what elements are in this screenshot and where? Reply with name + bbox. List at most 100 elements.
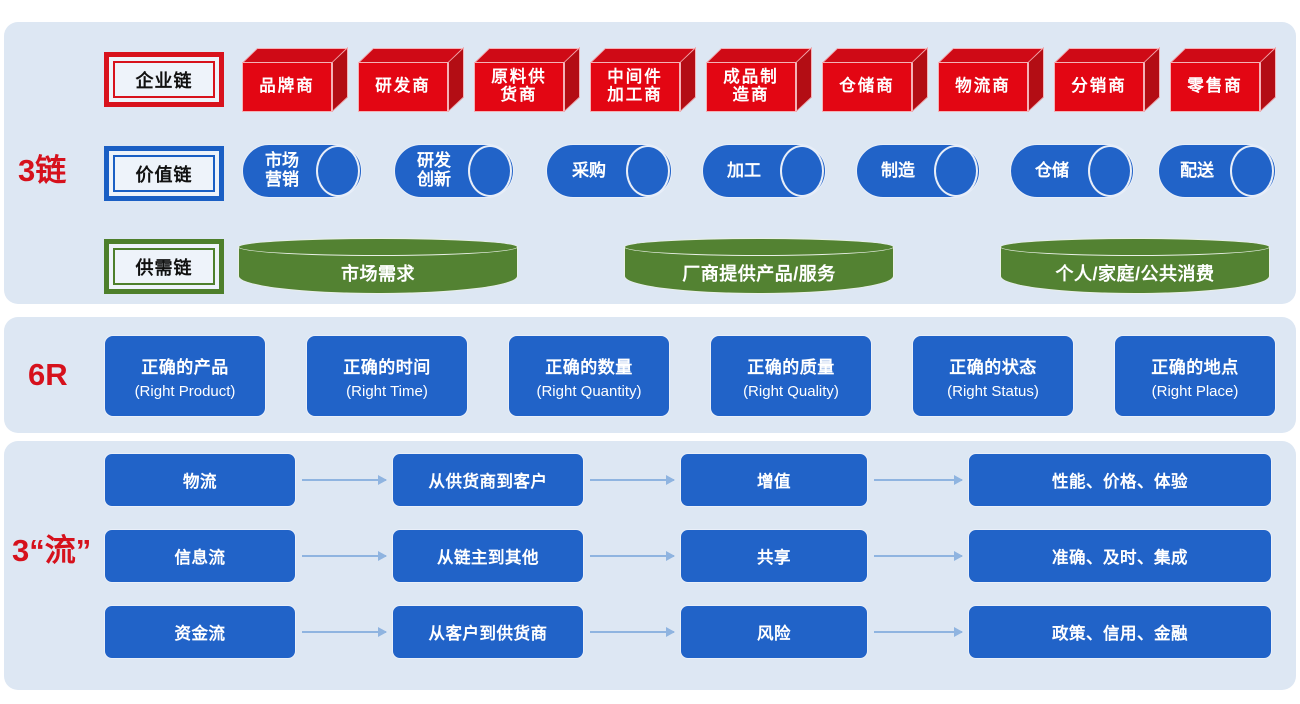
sixr-card[interactable]: 正确的状态 (Right Status) [912, 335, 1074, 417]
chip-value-chain[interactable]: 价值链 [104, 146, 224, 201]
enterprise-node-box[interactable]: 研发商 [358, 47, 464, 112]
flow-arrow-icon [590, 551, 675, 561]
value-node-cylinder[interactable]: 加工 [702, 144, 826, 198]
sixr-card-en: (Right Quality) [743, 382, 839, 400]
supply-node-disc[interactable]: 市场需求 [238, 238, 518, 294]
enterprise-node-box[interactable]: 分销商 [1054, 47, 1160, 112]
sixr-card-cn: 正确的地点 [1151, 357, 1239, 377]
value-node-label: 配送 [1180, 160, 1214, 180]
enterprise-node-box[interactable]: 零售商 [1170, 47, 1276, 112]
box-top-face [822, 48, 928, 63]
flow-value-box[interactable]: 共享 [680, 529, 868, 583]
enterprise-node-box[interactable]: 成品制造商 [706, 47, 812, 112]
box-top-face [474, 48, 580, 63]
flows-group-label: 3“流” [12, 533, 92, 568]
flow-value-box[interactable]: 风险 [680, 605, 868, 659]
sixr-card-cn: 正确的状态 [949, 357, 1037, 377]
value-node-cylinder[interactable]: 配送 [1158, 144, 1276, 198]
chip-enterprise-chain-label: 企业链 [135, 70, 193, 91]
box-top-face [590, 48, 696, 63]
value-node-label: 制造 [881, 160, 915, 180]
enterprise-node-box[interactable]: 品牌商 [242, 47, 348, 112]
cylinder-end-cap [1230, 145, 1274, 197]
flow-name-box[interactable]: 资金流 [104, 605, 296, 659]
chip-supply-chain-label: 供需链 [135, 257, 193, 278]
flow-arrow-icon [302, 627, 387, 637]
flow-attrs-box[interactable]: 政策、信用、金融 [968, 605, 1272, 659]
flow-name-box[interactable]: 信息流 [104, 529, 296, 583]
chip-enterprise-chain[interactable]: 企业链 [104, 52, 224, 107]
sixr-card-en: (Right Product) [134, 382, 236, 400]
box-top-face [242, 48, 348, 63]
flow-arrow-icon [874, 551, 963, 561]
sixr-card[interactable]: 正确的数量 (Right Quantity) [508, 335, 670, 417]
flow-detail-box[interactable]: 从链主到其他 [392, 529, 584, 583]
flow-arrow-icon [590, 627, 675, 637]
value-node-cylinder[interactable]: 采购 [546, 144, 672, 198]
cylinder-end-cap [316, 145, 360, 197]
value-node-cylinder[interactable]: 仓储 [1010, 144, 1134, 198]
flow-attrs-box[interactable]: 准确、及时、集成 [968, 529, 1272, 583]
flow-arrow-icon [302, 551, 387, 561]
sixr-card-en: (Right Status) [947, 382, 1039, 400]
sixr-card-cn: 正确的质量 [747, 357, 835, 377]
value-node-label: 加工 [727, 160, 761, 180]
supply-node-disc[interactable]: 厂商提供产品/服务 [624, 238, 894, 294]
sixr-card-cn: 正确的产品 [141, 357, 229, 377]
flow-name-box[interactable]: 物流 [104, 453, 296, 507]
enterprise-node-box[interactable]: 原料供货商 [474, 47, 580, 112]
chains-group-label: 3链 [18, 153, 67, 188]
enterprise-node-label: 仓储商 [822, 62, 912, 112]
box-top-face [706, 48, 812, 63]
enterprise-node-label: 原料供货商 [474, 62, 564, 112]
disc-lid [238, 238, 518, 256]
enterprise-node-label: 品牌商 [242, 62, 332, 112]
sixr-group-label: 6R [28, 357, 68, 392]
flow-arrow-icon [874, 475, 963, 485]
cylinder-end-cap [626, 145, 670, 197]
supply-node-disc[interactable]: 个人/家庭/公共消费 [1000, 238, 1270, 294]
sixr-card-en: (Right Quantity) [536, 382, 642, 400]
value-node-label: 市场营销 [265, 151, 299, 189]
value-node-label: 研发创新 [417, 151, 451, 189]
sixr-card-en: (Right Place) [1151, 382, 1239, 400]
supply-node-label: 市场需求 [341, 264, 415, 284]
cylinder-end-cap [780, 145, 824, 197]
sixr-card[interactable]: 正确的地点 (Right Place) [1114, 335, 1276, 417]
box-top-face [358, 48, 464, 63]
disc-lid [624, 238, 894, 256]
supply-node-label: 厂商提供产品/服务 [682, 264, 836, 284]
disc-body [624, 247, 894, 294]
box-top-face [1054, 48, 1160, 63]
flow-detail-box[interactable]: 从供货商到客户 [392, 453, 584, 507]
enterprise-node-label: 物流商 [938, 62, 1028, 112]
enterprise-node-label: 分销商 [1054, 62, 1144, 112]
value-node-cylinder[interactable]: 研发创新 [394, 144, 514, 198]
flow-arrow-icon [302, 475, 387, 485]
enterprise-node-box[interactable]: 中间件加工商 [590, 47, 696, 112]
value-node-cylinder[interactable]: 制造 [856, 144, 980, 198]
value-node-label: 仓储 [1035, 160, 1069, 180]
enterprise-node-label: 研发商 [358, 62, 448, 112]
sixr-card[interactable]: 正确的产品 (Right Product) [104, 335, 266, 417]
enterprise-node-label: 中间件加工商 [590, 62, 680, 112]
enterprise-node-box[interactable]: 仓储商 [822, 47, 928, 112]
value-node-cylinder[interactable]: 市场营销 [242, 144, 362, 198]
flow-arrow-icon [590, 475, 675, 485]
cylinder-end-cap [468, 145, 512, 197]
cylinder-end-cap [1088, 145, 1132, 197]
box-top-face [938, 48, 1044, 63]
flow-value-box[interactable]: 增值 [680, 453, 868, 507]
value-node-label: 采购 [572, 160, 606, 180]
disc-lid [1000, 238, 1270, 256]
flow-attrs-box[interactable]: 性能、价格、体验 [968, 453, 1272, 507]
enterprise-node-box[interactable]: 物流商 [938, 47, 1044, 112]
sixr-card[interactable]: 正确的时间 (Right Time) [306, 335, 468, 417]
flow-detail-box[interactable]: 从客户到供货商 [392, 605, 584, 659]
chip-supply-chain[interactable]: 供需链 [104, 239, 224, 294]
sixr-card[interactable]: 正确的质量 (Right Quality) [710, 335, 872, 417]
cylinder-end-cap [934, 145, 978, 197]
sixr-card-en: (Right Time) [346, 382, 428, 400]
enterprise-node-label: 零售商 [1170, 62, 1260, 112]
